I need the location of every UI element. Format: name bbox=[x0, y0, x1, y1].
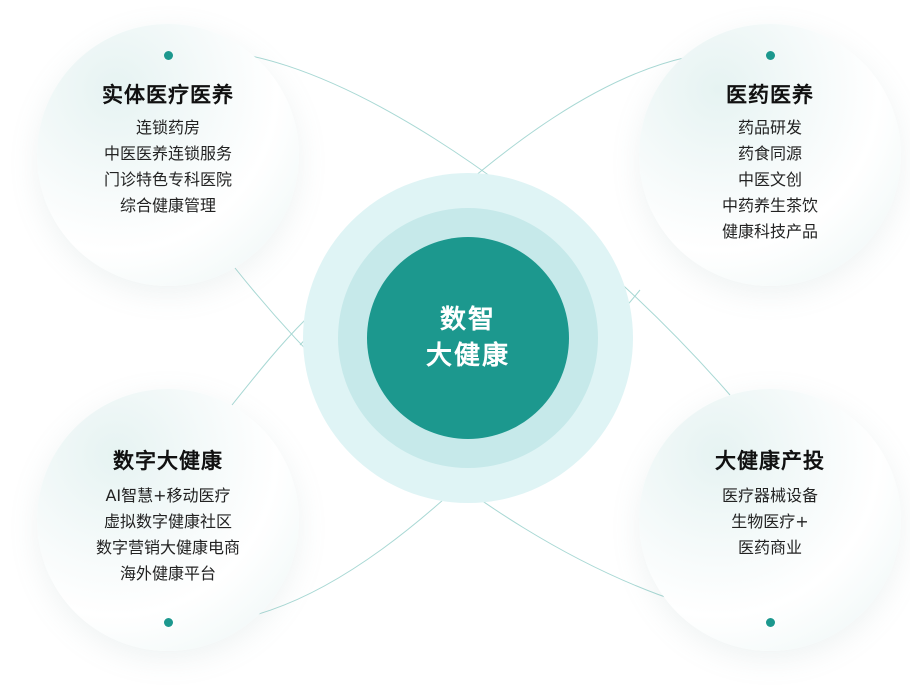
node-item: 综合健康管理 bbox=[119, 196, 216, 215]
node-item: 药食同源 bbox=[737, 144, 802, 163]
node-item: 门诊特色专科医院 bbox=[103, 170, 232, 189]
node-health-investment: 大健康产投 医疗器械设备 生物医疗+ 医药商业 bbox=[639, 389, 901, 651]
node-item: 虚拟数字健康社区 bbox=[103, 512, 232, 531]
node-item: 健康科技产品 bbox=[721, 222, 818, 241]
node-item: 中药养生茶饮 bbox=[721, 196, 818, 215]
node-item: 数字营销大健康电商 bbox=[95, 538, 240, 557]
center-title-line1: 数智 bbox=[439, 305, 496, 335]
node-item: 药品研发 bbox=[737, 118, 802, 137]
node-item: 中医文创 bbox=[737, 170, 802, 189]
connector-dot bbox=[164, 51, 173, 60]
node-title: 大健康产投 bbox=[715, 449, 825, 473]
center-title-line2: 大健康 bbox=[425, 341, 510, 371]
node-digital-health: 数字大健康 AI智慧+移动医疗 虚拟数字健康社区 数字营销大健康电商 海外健康平… bbox=[37, 389, 299, 651]
node-title: 医药医养 bbox=[726, 83, 814, 107]
node-item: 中医医养连锁服务 bbox=[103, 144, 232, 163]
node-pharma: 医药医养 药品研发 药食同源 中医文创 中药养生茶饮 健康科技产品 bbox=[639, 24, 901, 286]
connector-dot bbox=[766, 618, 775, 627]
node-title: 数字大健康 bbox=[113, 449, 223, 473]
node-title: 实体医疗医养 bbox=[102, 83, 234, 107]
node-item: 海外健康平台 bbox=[119, 564, 216, 583]
connector-dot bbox=[766, 51, 775, 60]
node-item: AI智慧+移动医疗 bbox=[105, 486, 231, 505]
node-item: 生物医疗+ bbox=[731, 512, 809, 531]
node-item: 医疗器械设备 bbox=[721, 486, 818, 505]
node-item: 连锁药房 bbox=[135, 118, 200, 137]
node-item: 医药商业 bbox=[737, 538, 802, 557]
center-hub: 数智 大健康 bbox=[367, 237, 569, 439]
connector-curve bbox=[231, 319, 306, 406]
connector-dot bbox=[164, 618, 173, 627]
node-physical-medical: 实体医疗医养 连锁药房 中医医养连锁服务 门诊特色专科医院 综合健康管理 bbox=[37, 24, 299, 286]
